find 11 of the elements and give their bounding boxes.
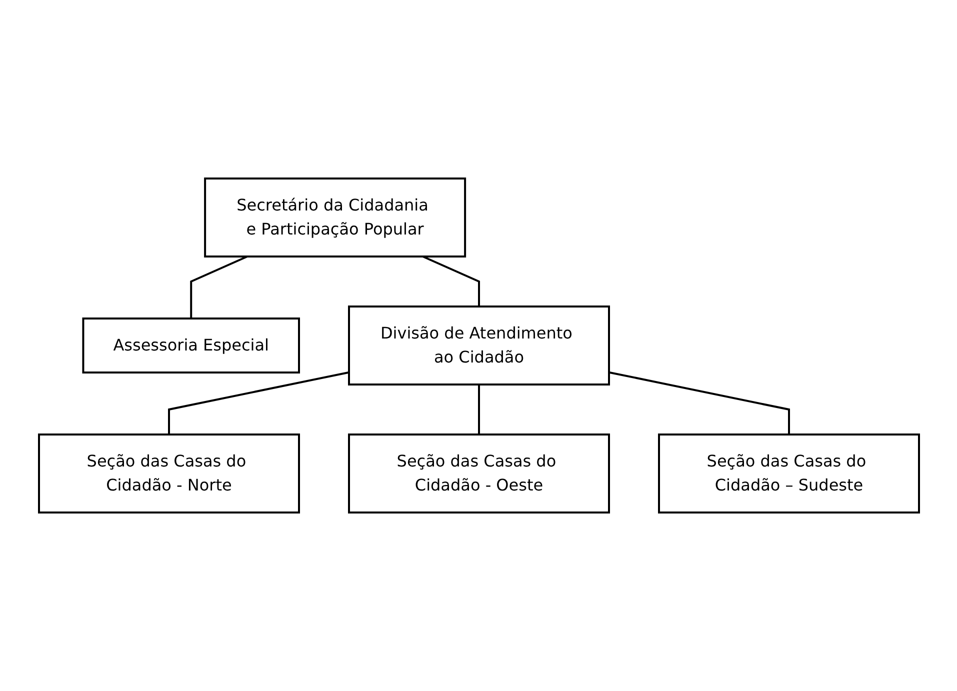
connector xyxy=(190,256,248,318)
node-box: Divisão de Atendimento ao Cidadão xyxy=(348,306,610,386)
connector xyxy=(168,371,349,434)
node-box: Seção das Casas do Cidadão - Oeste xyxy=(348,434,610,514)
node-box: Assessoria Especial xyxy=(82,318,300,374)
node-box: Seção das Casas do Cidadão - Norte xyxy=(38,434,300,514)
connector xyxy=(608,371,790,434)
connector xyxy=(478,384,480,434)
node-box: Seção das Casas do Cidadão – Sudeste xyxy=(658,434,920,514)
node-box: Secretário da Cidadania e Participação Popular xyxy=(204,178,466,258)
connector xyxy=(422,256,480,306)
